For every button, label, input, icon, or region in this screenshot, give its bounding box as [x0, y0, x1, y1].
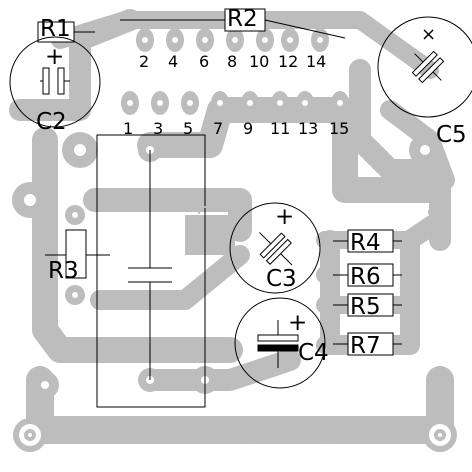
pad-r-right-4 — [401, 336, 419, 354]
label-c5: C5 — [436, 122, 467, 148]
plus-c3: + — [275, 204, 294, 230]
trace-ground-left — [32, 127, 243, 363]
c3-outline — [229, 202, 321, 294]
plus-c2: + — [45, 44, 64, 70]
label-r3: R3 — [48, 258, 79, 284]
pad-c4-a — [316, 296, 334, 314]
labels: R1 R2 R3 R4 R5 R6 R7 C2 C3 C4 C5 + + + +… — [36, 6, 467, 448]
plus-ground: + — [190, 195, 208, 220]
pin-5: 5 — [183, 119, 193, 138]
pad-r-right-3 — [401, 296, 419, 314]
pin-9: 9 — [243, 119, 253, 138]
copper-layer — [9, 9, 455, 444]
mounting-hole-right — [423, 418, 457, 452]
pad-r-right-2 — [401, 266, 419, 284]
trace-bottom-mid — [139, 349, 301, 391]
pin-15: 15 — [329, 119, 349, 138]
pin-2: 2 — [139, 52, 149, 71]
pin-10: 10 — [249, 52, 269, 71]
chip-name-mirrored: TDA7294 — [227, 419, 343, 448]
speaker-icon — [428, 202, 446, 214]
label-r5: R5 — [350, 294, 381, 320]
label-c4: C4 — [298, 340, 329, 366]
label-r4: R4 — [350, 230, 381, 256]
mounting-hole-left — [13, 418, 47, 452]
plus-c4: + — [288, 310, 307, 336]
ic-outline — [96, 134, 206, 408]
c4-outline — [234, 297, 326, 389]
pad-c3-a — [316, 231, 334, 249]
label-r6: R6 — [350, 264, 381, 290]
label-c2: C2 — [36, 109, 67, 135]
trace-bottom — [26, 366, 454, 444]
pin-7: 7 — [213, 119, 223, 138]
pad-r-right-1 — [401, 231, 419, 249]
cross-c5: × — [421, 24, 436, 45]
c5-outline — [377, 16, 472, 118]
pin-8: 8 — [227, 52, 237, 71]
silkscreen — [9, 8, 472, 408]
trace-left-c3 — [90, 245, 250, 310]
pad-c3-b — [316, 266, 334, 284]
pads — [12, 28, 441, 399]
label-r2: R2 — [227, 6, 258, 32]
r3-body — [65, 229, 87, 279]
pin-11: 11 — [270, 119, 290, 138]
pin-1: 1 — [123, 119, 133, 138]
pin-14: 14 — [306, 52, 326, 71]
pin-4: 4 — [168, 52, 178, 71]
copper-pour-ground — [185, 215, 235, 255]
pin-3: 3 — [153, 119, 163, 138]
pin-12: 12 — [278, 52, 298, 71]
pin-13: 13 — [298, 119, 318, 138]
label-r1: R1 — [40, 16, 71, 42]
pin-6: 6 — [199, 52, 209, 71]
label-r7: R7 — [350, 333, 381, 359]
c2-outline — [9, 36, 101, 128]
label-c3: C3 — [266, 266, 297, 292]
